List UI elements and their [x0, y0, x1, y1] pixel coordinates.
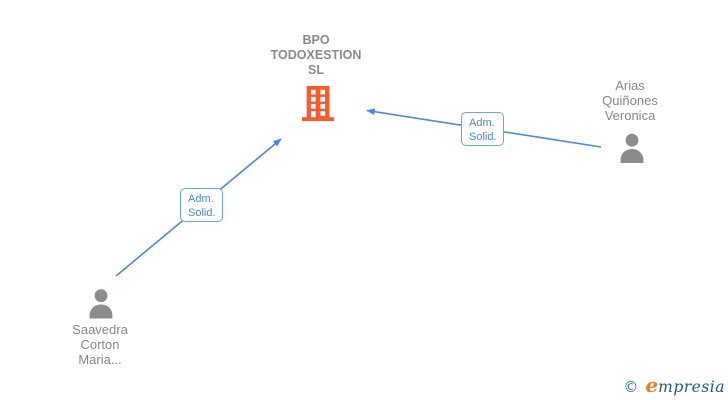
building-icon[interactable] — [301, 86, 335, 121]
person-icon[interactable] — [618, 133, 646, 163]
person-name-line: Veronica — [604, 108, 656, 123]
brand-initial: e — [645, 373, 659, 397]
person-name-line: Saavedra — [72, 322, 128, 337]
brand-rest: mpresia — [658, 378, 725, 396]
edge-label-line: Solid. — [469, 130, 497, 143]
edge-label-line: Adm. — [469, 116, 495, 129]
copyright-icon: © — [623, 378, 639, 396]
company-name-line: SL — [308, 63, 324, 77]
edge-label-adm-solid: Adm. Solid. — [180, 188, 223, 222]
company-name-line: BPO — [302, 33, 330, 47]
company-node-name[interactable]: BPO TODOXESTION SL — [236, 33, 396, 78]
person-icon[interactable] — [87, 288, 115, 319]
person-node-name-saavedra[interactable]: Saavedra Corton Maria... — [20, 322, 180, 367]
brand-watermark: © empresia — [623, 373, 725, 397]
person-name-line: Corton — [80, 337, 120, 352]
edge-label-line: Solid. — [188, 206, 216, 219]
edge-label-line: Adm. — [188, 192, 214, 205]
person-name-line: Quiñones — [602, 93, 658, 108]
company-name-line: TODOXESTION — [270, 48, 362, 62]
brand-name: empresia — [645, 373, 725, 397]
person-name-line: Arias — [615, 78, 645, 93]
person-name-line: Maria... — [78, 352, 122, 367]
edge-label-adm-solid: Adm. Solid. — [461, 112, 504, 146]
person-node-name-arias[interactable]: Arias Quiñones Veronica — [550, 78, 710, 123]
